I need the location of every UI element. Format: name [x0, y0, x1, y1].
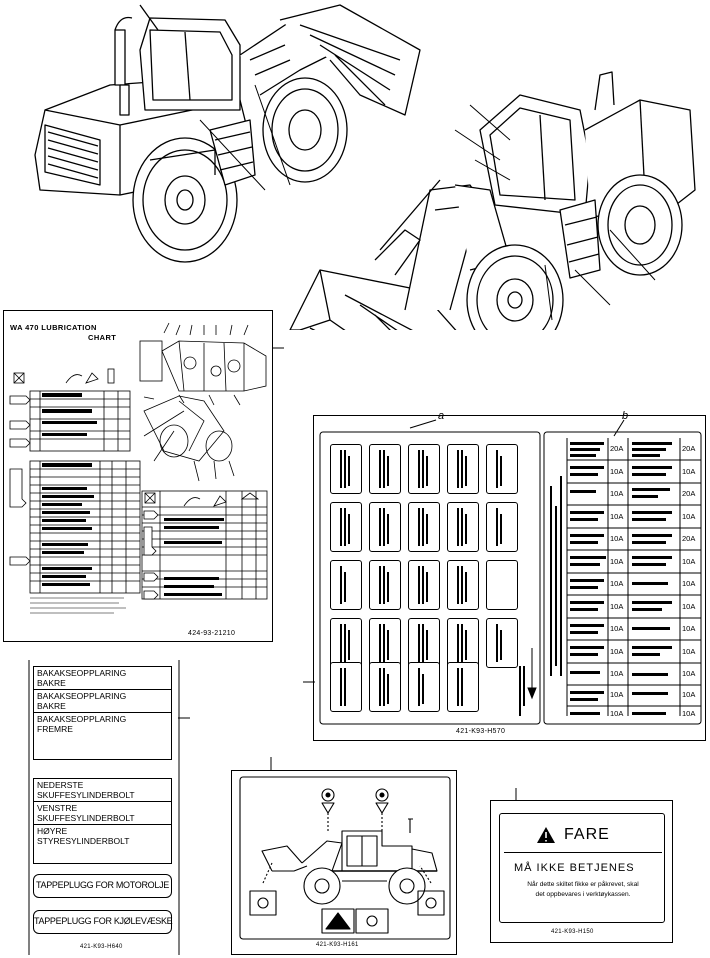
label-line: BAKRE	[37, 678, 66, 688]
front-wheel-left	[262, 77, 348, 183]
fare-warning-label: FARE MÅ IKKE BETJENES Når dette skiltet …	[490, 800, 673, 943]
loader-pictogram	[239, 776, 451, 940]
fare-warning-frame: FARE MÅ IKKE BETJENES Når dette skiltet …	[499, 813, 665, 923]
tie-down-icon-left	[249, 862, 277, 916]
fuse-amp-right: 20A	[682, 444, 696, 453]
fuse-amp-left: 10A	[610, 647, 624, 656]
fuse-amp-right: 10A	[682, 690, 696, 699]
loader-label-part-number: 421-K93-H161	[316, 942, 359, 948]
fuse-amp-left: 10A	[610, 669, 624, 678]
fuse-cell	[486, 560, 518, 610]
label-line: BAKRE	[37, 701, 66, 711]
warning-triangle-icon	[537, 827, 555, 843]
tie-down-icon-center	[355, 908, 389, 934]
lubrication-part-number: 424-93-21210	[188, 630, 236, 637]
warning-triangle-icon	[321, 908, 355, 934]
fuse-label-part-number: 421-K93-H570	[456, 728, 506, 735]
label-line: HØYRE	[37, 826, 68, 836]
cylinder-bolt-labels: NEDERSTE SKUFFESYLINDERBOLT VENSTRE SKUF…	[33, 778, 172, 864]
fare-do-not-operate: MÅ IKKE BETJENES	[514, 862, 635, 874]
fuse-amp-left: 10A	[610, 709, 624, 718]
lubrication-table-right	[141, 490, 268, 600]
coolant-drain-plug-label: TAPPEPLUGG FOR KJØLEVÆSKE	[33, 910, 173, 934]
label-line: SKUFFESYLINDERBOLT	[37, 813, 135, 823]
fuse-amp-right: 10A	[682, 602, 696, 611]
fuse-amp-left: 10A	[610, 579, 624, 588]
label-line: FREMRE	[37, 724, 73, 734]
label-line: BAKAKSEOPPLARING	[37, 668, 127, 678]
fuse-amp-left: 10A	[610, 602, 624, 611]
fuse-amp-left: 10A	[610, 489, 624, 498]
fare-label-part-number: 421-K93-H150	[551, 929, 594, 935]
lubrication-chart-label: WA 470 LUBRICATION CHART	[3, 310, 273, 642]
fare-divider	[504, 852, 662, 853]
fuse-amp-left: 10A	[610, 512, 624, 521]
fuse-amp-left: 20A	[610, 444, 624, 453]
front-wheel-right	[466, 244, 564, 330]
fuse-amp-right: 10A	[682, 557, 696, 566]
lubrication-chart-diagram	[9, 322, 268, 614]
loader-label-leader-line	[270, 757, 272, 771]
fuse-amp-left: 10A	[610, 557, 624, 566]
fuse-box-label: a b	[313, 410, 706, 741]
loader-silhouette	[261, 818, 438, 905]
axle-lubrication-labels: BAKAKSEOPPLARING BAKRE BAKAKSEOPPLARING …	[33, 666, 172, 760]
lubrication-table-left	[29, 390, 141, 594]
fuse-amp-right: 10A	[682, 669, 696, 678]
rear-wheel-left	[132, 137, 238, 263]
wheel-loader-illustrations	[34, 4, 696, 330]
wheel-loader-front-view	[289, 71, 696, 330]
lubrication-machine-schematic	[139, 322, 267, 482]
loader-pictogram-label: 421-K93-H161	[231, 770, 457, 955]
fuse-leader-line	[303, 681, 315, 683]
fuse-amp-right: 20A	[682, 489, 696, 498]
fuse-amp-right: 10A	[682, 467, 696, 476]
norwegian-labels-sheet: BAKAKSEOPPLARING BAKRE BAKAKSEOPPLARING …	[28, 660, 180, 955]
lift-point-icon	[321, 788, 335, 833]
lubrication-chart-subtitle: CHART	[88, 333, 117, 342]
fuse-label-text-blocks	[340, 442, 672, 716]
fuse-amp-left: 10A	[610, 690, 624, 699]
fare-instruction-line-2: det oppbevares i verktøykassen.	[535, 891, 631, 898]
label-line: STYRESYLINDERBOLT	[37, 836, 130, 846]
label-line: BAKAKSEOPPLARING	[37, 714, 127, 724]
norwegian-sheet-outline	[28, 660, 180, 955]
rear-wheel-right	[597, 174, 683, 276]
fare-label-leader-line	[515, 788, 517, 802]
fuse-label-frames	[319, 419, 702, 725]
lubrication-chart-title: WA 470 LUBRICATION	[10, 323, 97, 332]
callout-a: a	[438, 410, 445, 422]
fuse-amp-left: 10A	[610, 467, 624, 476]
motor-oil-drain-plug-label: TAPPEPLUGG FOR MOTOROLJE	[33, 874, 172, 898]
label-line: SKUFFESYLINDERBOLT	[37, 790, 135, 800]
fuse-amp-right: 10A	[682, 709, 696, 718]
label-line: NEDERSTE	[37, 780, 84, 790]
fuse-amp-left: 10A	[610, 534, 624, 543]
lift-point-icon	[375, 788, 389, 833]
tie-down-icon-right	[417, 865, 445, 916]
fare-warning-word: FARE	[564, 826, 610, 843]
label-line: BAKAKSEOPPLARING	[37, 691, 127, 701]
fuse-amp-right: 10A	[682, 512, 696, 521]
label-line: VENSTRE	[37, 803, 78, 813]
fuse-amp-right: 10A	[682, 647, 696, 656]
lubrication-leader-line	[272, 347, 284, 349]
fuse-amp-right: 20A	[682, 534, 696, 543]
fare-instruction-line-1: Når dette skiltet fikke er påkrevet, ska…	[527, 881, 639, 888]
fuse-amp-left: 10A	[610, 624, 624, 633]
fuse-amp-right: 10A	[682, 624, 696, 633]
wheel-loader-rear-view	[34, 4, 421, 263]
norwegian-leader-line	[178, 717, 190, 719]
callout-b: b	[622, 410, 629, 422]
fuse-amp-right: 10A	[682, 579, 696, 588]
norwegian-labels-part-number: 421-K93-H640	[80, 944, 123, 950]
